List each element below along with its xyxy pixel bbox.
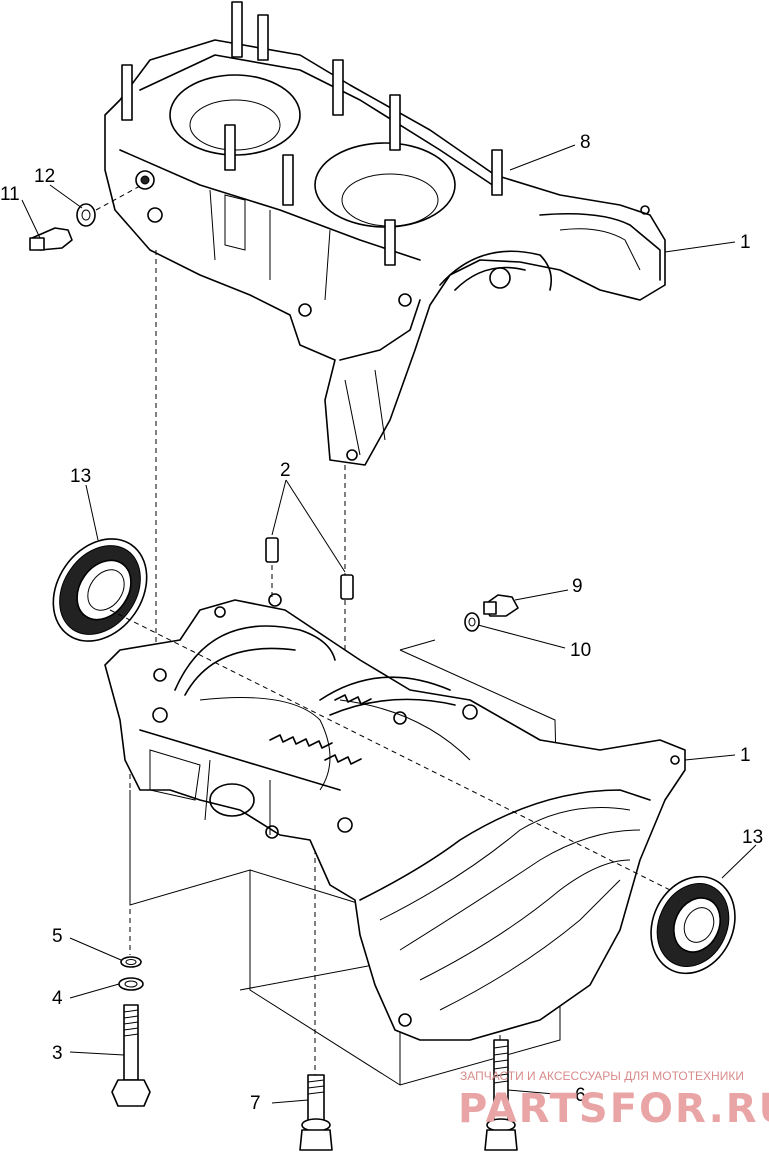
fitting-part-11 [29, 227, 73, 251]
cylinder-studs [121, 1, 503, 266]
washer-part-12 [76, 203, 96, 227]
upper-crankcase [104, 1, 666, 466]
bolt-part-3 [111, 1004, 151, 1107]
callout-13-left: 13 [70, 466, 91, 487]
watermark-tagline: ЗАПЧАСТИ И АКСЕССУАРЫ ДЛЯ МОТОТЕХНИКИ [460, 1069, 744, 1083]
bolt-part-6 [484, 1039, 518, 1151]
lock-washer-part-4 [118, 977, 144, 991]
callout-4: 4 [52, 988, 63, 1009]
watermark: ЗАПЧАСТИ И АКСЕССУАРЫ ДЛЯ МОТОТЕХНИКИ PA… [458, 1069, 769, 1132]
dowel-pin-left [265, 537, 279, 563]
washer-part-5 [120, 956, 142, 968]
callout-12: 12 [34, 166, 55, 187]
callout-9: 9 [572, 576, 583, 597]
dowel-pin-right [340, 574, 354, 600]
callout-1-top: 1 [740, 232, 751, 253]
callout-7: 7 [250, 1093, 261, 1114]
callout-2: 2 [280, 460, 291, 481]
callout-1-middle: 1 [740, 745, 751, 766]
callout-8: 8 [580, 132, 591, 153]
bolt-part-7 [299, 1074, 333, 1151]
crank-seal-left [52, 538, 148, 642]
callout-labels: 1 1 2 3 4 5 6 7 8 9 10 11 12 13 13 [0, 132, 763, 1114]
callout-10: 10 [570, 640, 591, 661]
leader-lines [21, 144, 757, 1104]
callout-11: 11 [0, 184, 20, 205]
callout-5: 5 [52, 926, 63, 947]
watermark-brand: PARTSFOR.RU [458, 1086, 769, 1132]
callout-3: 3 [52, 1043, 63, 1064]
lower-crankcase [104, 593, 686, 1086]
fitting-part-9 [483, 594, 519, 617]
washer-part-10 [464, 612, 480, 632]
crank-seal-right [650, 875, 736, 975]
callout-6: 6 [575, 1085, 586, 1106]
callout-13-right: 13 [742, 827, 763, 848]
